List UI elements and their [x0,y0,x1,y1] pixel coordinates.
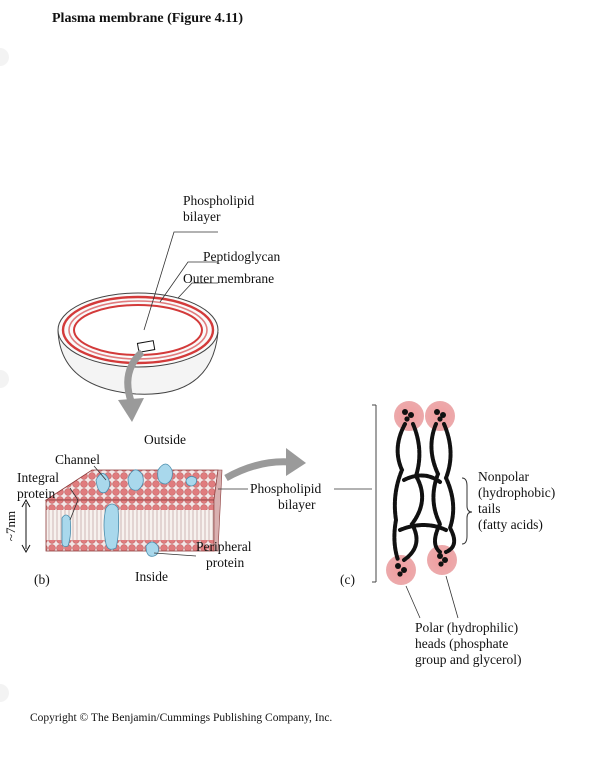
phospholipid-detail [372,401,473,619]
outside-label: Outside [144,432,186,447]
cell-envelope-illustration [57,292,219,395]
peptidoglycan-label: Peptidoglycan [203,249,281,264]
binder-hole-top [0,48,9,66]
integral-protein-label: Integral protein [17,470,59,501]
arrow-right [224,448,306,482]
polar-heads-label: Polar (hydrophilic) heads (phosphate gro… [415,620,522,667]
arrow-down [118,349,145,422]
copyright-notice: Copyright © The Benjamin/Cummings Publis… [30,712,333,724]
channel-label: Channel [55,452,100,467]
outer-membrane-label: Outer membrane [183,271,275,286]
nonpolar-tails-label: Nonpolar (hydrophobic) tails (fatty acid… [478,469,556,532]
binder-hole-bottom [0,684,9,702]
panel-b-label: (b) [34,572,50,587]
inside-label: Inside [135,569,168,584]
binder-hole-middle [0,370,9,388]
thickness-bracket [21,498,31,554]
membrane-block [44,463,223,557]
panel-c-label: (c) [340,572,355,587]
peripheral-protein-label: Peripheral protein [196,539,252,570]
phospholipid-bilayer-label-top: Phospholipid bilayer [183,193,255,224]
page-title: Plasma membrane (Figure 4.11) [52,11,244,26]
phospholipid-bilayer-label-mid: Phospholipid bilayer [250,481,322,512]
thickness-label: ~7nm [3,510,19,542]
